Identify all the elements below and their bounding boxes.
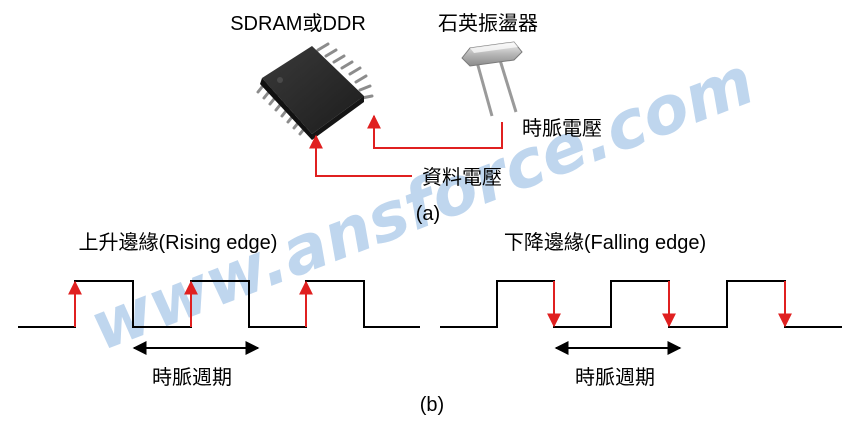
data-voltage-arrow [309,134,412,177]
clock-voltage-label: 時脈電壓 [522,117,602,140]
data-voltage-label: 資料電壓 [422,166,502,189]
clock-period-label-right: 時脈週期 [575,366,655,389]
falling-edge-markers [547,281,792,328]
rising-edge-markers [68,280,313,327]
rising-edge-waveform [18,280,420,328]
rising-edge-title: 上升邊緣(Rising edge) [79,231,278,254]
crystal-oscillator-icon [461,41,523,117]
part-b-label: (b) [420,394,444,416]
clock-voltage-arrow [367,114,503,149]
crystal-label: 石英振盪器 [438,12,538,35]
falling-edge-waveform [440,280,842,328]
clock-period-label-left: 時脈週期 [152,366,232,389]
sdram-chip-icon [256,42,374,140]
part-a-label: (a) [416,203,440,225]
falling-edge-title: 下降邊緣(Falling edge) [504,231,706,254]
chip-label: SDRAM或DDR [230,12,366,35]
